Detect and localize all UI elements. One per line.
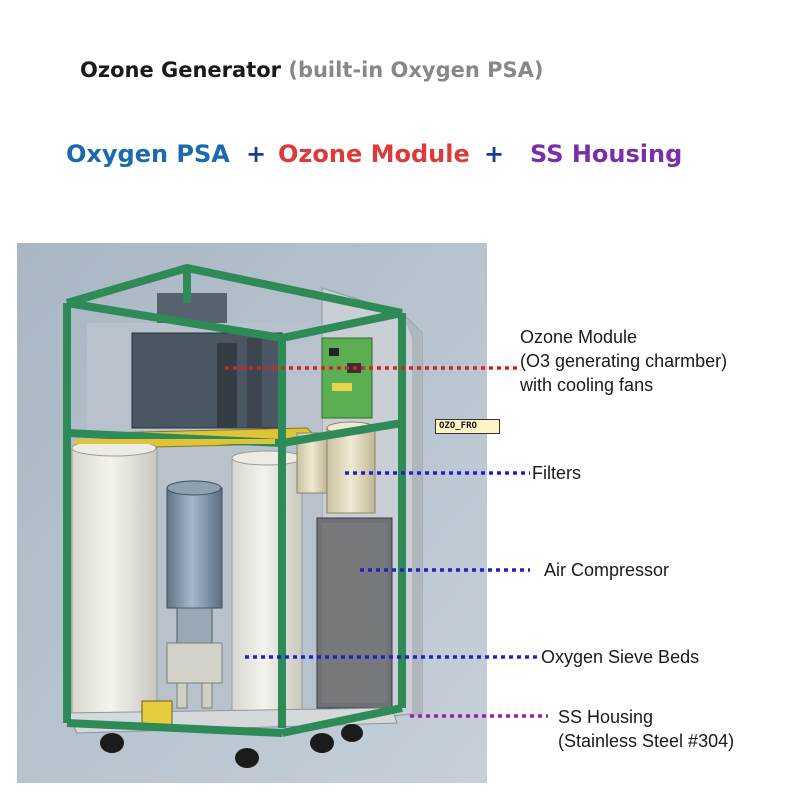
sieve-bed-left xyxy=(71,447,158,714)
formula-ss-housing: SS Housing xyxy=(530,140,683,168)
label-ozone-module-line3: with cooling fans xyxy=(520,375,654,395)
label-ss-housing: SS Housing (Stainless Steel #304) xyxy=(558,705,734,753)
label-ozone-module-line1: Ozone Module xyxy=(520,327,638,347)
base-connector xyxy=(141,700,173,727)
ozone-generator-illustration xyxy=(17,243,487,783)
label-air-compressor: Air Compressor xyxy=(544,560,670,580)
formula-oxygen-psa: Oxygen PSA xyxy=(66,140,230,168)
label-ss-housing-line2: (Stainless Steel #304) xyxy=(558,731,735,751)
model-tag: OZO_FRO xyxy=(435,419,500,434)
compressor-motor xyxy=(166,487,223,609)
label-ss-housing-line1: SS Housing xyxy=(558,707,654,727)
label-filters: Filters xyxy=(532,463,581,483)
valve-block xyxy=(166,642,223,684)
caster-wheel xyxy=(310,733,334,753)
caster-wheel xyxy=(341,724,363,742)
caster-wheel xyxy=(100,733,124,753)
label-ozone-module-line2: (O3 generating charmber) xyxy=(520,351,728,371)
label-oxygen-sieve-beds: Oxygen Sieve Beds xyxy=(541,647,700,667)
formula-plus-2: + xyxy=(484,140,505,168)
caster-wheel xyxy=(235,748,259,768)
label-ozone-module: Ozone Module (O3 generating charmber) wi… xyxy=(520,325,727,397)
title-subtitle: (built-in Oxygen PSA) xyxy=(288,58,544,82)
title-main: Ozone Generator xyxy=(80,58,282,82)
filter-canister xyxy=(326,427,376,514)
sieve-bed-right xyxy=(231,457,303,714)
page-title: Ozone Generator (built-in Oxygen PSA) xyxy=(80,58,544,82)
formula-plus-1: + xyxy=(246,140,267,168)
formula-ozone-module: Ozone Module xyxy=(278,140,470,168)
